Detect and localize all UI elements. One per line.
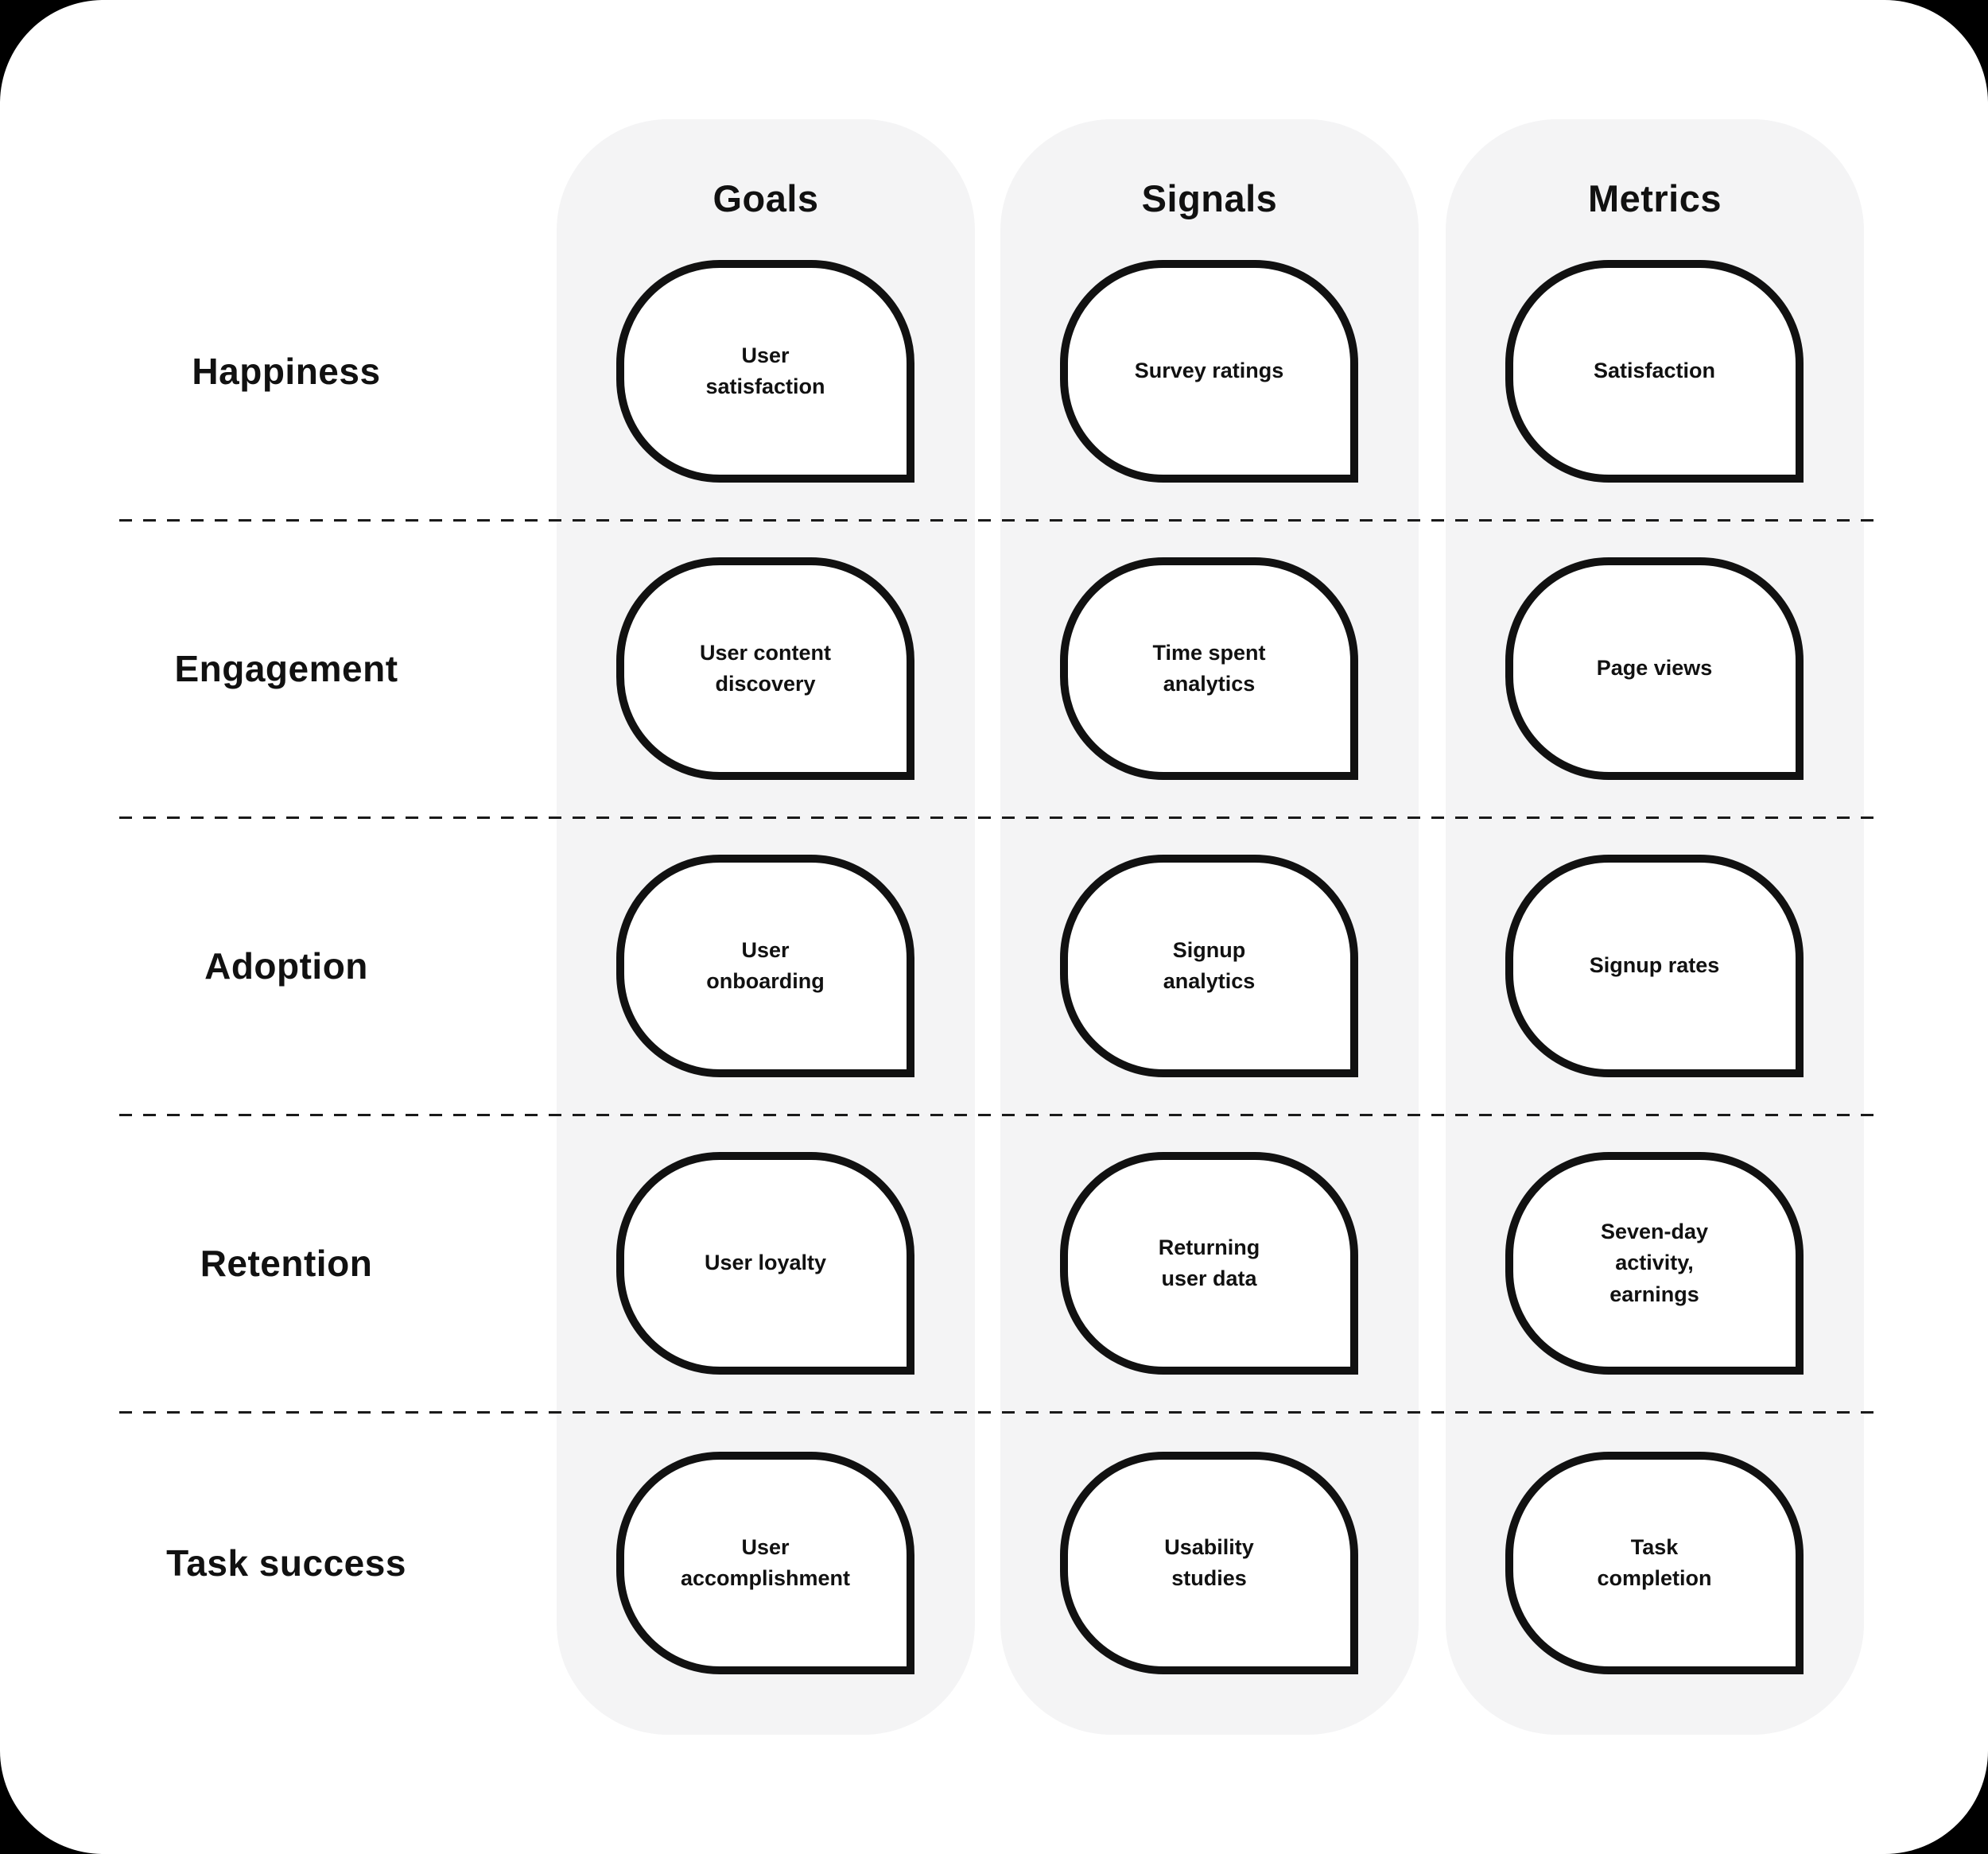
column-header-goals: Goals [712, 177, 819, 219]
bubble-label: Page views [1596, 656, 1713, 681]
bubble-label: Signup analytics [1163, 937, 1256, 993]
bubble-engagement-metric: Page views [1505, 557, 1804, 780]
bubble-label: Time spent analytics [1152, 640, 1266, 696]
bubble-task-success-signal: Usability studies [1060, 1452, 1358, 1674]
bubble-label: User loyalty [704, 1251, 827, 1275]
row-label-engagement: Engagement [174, 648, 398, 689]
bubble-happiness-signal: Survey ratings [1060, 260, 1358, 483]
row-label-retention: Retention [200, 1243, 373, 1284]
row-divider [119, 816, 1877, 819]
row-divider [119, 519, 1877, 522]
bubble-task-success-goal: User accomplishment [616, 1452, 914, 1674]
row-label-task-success: Task success [166, 1542, 406, 1584]
bubble-engagement-goal: User content discovery [616, 557, 914, 780]
bubble-label: Task completion [1597, 1534, 1712, 1590]
row-divider [119, 1411, 1877, 1414]
bubble-adoption-metric: Signup rates [1505, 855, 1804, 1077]
row-divider [119, 1114, 1877, 1116]
bubble-label: Seven-day activity, earnings [1600, 1220, 1709, 1306]
bubble-adoption-goal: User onboarding [616, 855, 914, 1077]
row-label-happiness: Happiness [192, 351, 381, 392]
column-header-signals: Signals [1141, 177, 1278, 219]
bubble-label: Survey ratings [1134, 359, 1284, 383]
column-header-metrics: Metrics [1587, 177, 1722, 219]
bubble-retention-metric: Seven-day activity, earnings [1505, 1152, 1804, 1375]
bubble-label: User onboarding [706, 937, 825, 993]
bubble-label: Satisfaction [1593, 359, 1716, 383]
bubble-happiness-metric: Satisfaction [1505, 260, 1804, 483]
bubble-retention-goal: User loyalty [616, 1152, 914, 1375]
bubble-label: Signup rates [1589, 953, 1720, 978]
bubble-engagement-signal: Time spent analytics [1060, 557, 1358, 780]
bubble-label: User satisfaction [705, 343, 825, 398]
bubble-label: Usability studies [1164, 1534, 1254, 1590]
bubble-label: Returning user data [1158, 1235, 1260, 1290]
bubble-label: User content discovery [699, 640, 832, 696]
bubble-label: User accomplishment [680, 1534, 851, 1590]
bubble-retention-signal: Returning user data [1060, 1152, 1358, 1375]
bubble-adoption-signal: Signup analytics [1060, 855, 1358, 1077]
row-label-adoption: Adoption [204, 945, 368, 987]
bubble-task-success-metric: Task completion [1505, 1452, 1804, 1674]
bubble-happiness-goal: User satisfaction [616, 260, 914, 483]
